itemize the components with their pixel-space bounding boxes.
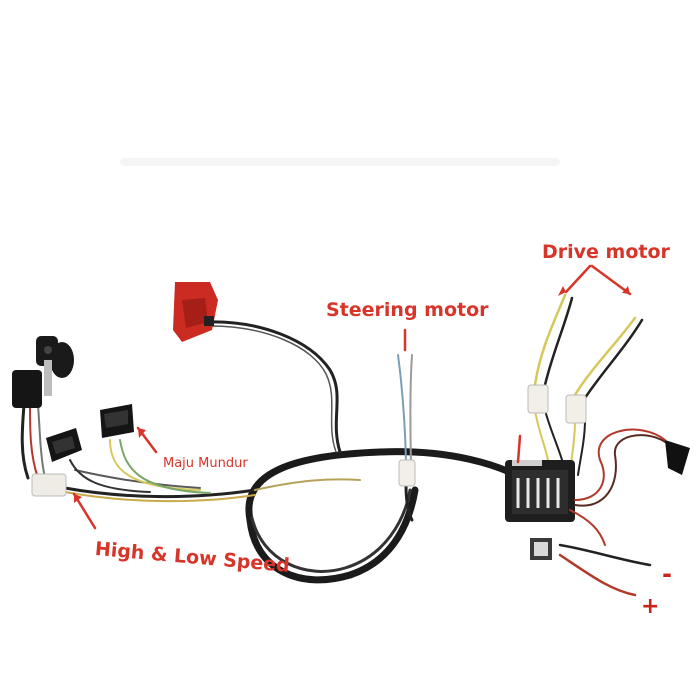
negative-terminal-label: -: [662, 560, 672, 588]
battery-wires: [558, 428, 673, 597]
small-circuit-board: [530, 538, 552, 560]
positive-terminal-label: +: [641, 594, 660, 619]
forward-reverse-label: Maju Mundur: [163, 456, 248, 471]
blurred-caption: [120, 158, 560, 166]
speed-connector: [31, 473, 67, 497]
steering-motor-wires: [397, 354, 414, 522]
speed-switch: [46, 428, 82, 462]
pedal-cable: [203, 320, 342, 454]
key-switch-cable: [20, 403, 46, 480]
drive-motor-label: Drive motor: [542, 241, 670, 263]
controller-box: [505, 460, 575, 522]
steering-connector: [398, 459, 416, 487]
drive-motor-wires: [533, 293, 644, 476]
steering-motor-label: Steering motor: [326, 299, 489, 321]
drive-connector-1: [527, 384, 549, 414]
charging-port: [665, 440, 690, 475]
ignition-key-switch: [12, 336, 74, 408]
drive-connector-2: [565, 394, 587, 424]
arrowheads: [74, 286, 630, 503]
forward-reverse-switch: [100, 404, 134, 438]
main-harness-cable: [245, 448, 529, 584]
foot-pedal: [173, 282, 218, 342]
left-wire-bundle: [63, 439, 361, 503]
